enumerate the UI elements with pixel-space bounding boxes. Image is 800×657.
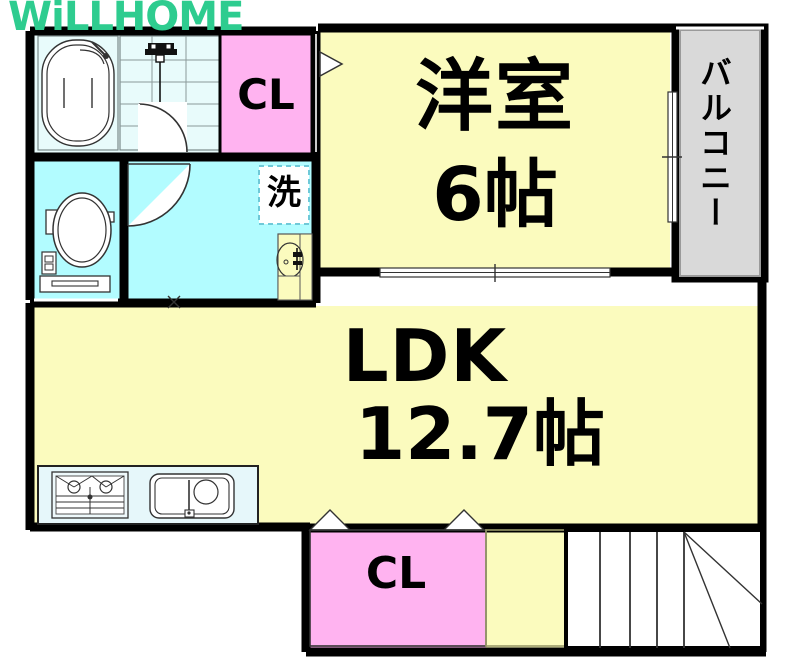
closet-door-bedroom [315,34,344,152]
door-swing-washroom [127,163,191,227]
wall-tick-marks [167,295,181,309]
sliding-door-ldk [379,264,611,282]
room-closet-top [220,32,312,154]
label-balcony: バルコニー [695,56,733,231]
kitchen-sink-icon [149,473,235,519]
label-washer: 洗 [267,173,301,213]
bathtub-icon [37,35,119,151]
label-closet-top: CL [237,70,295,119]
toilet-icon [39,192,115,293]
washing-machine-slot-icon [258,165,310,225]
label-ldk-name: LDK [342,314,508,398]
room-entry-hall [486,530,566,648]
vanity-sink-icon [276,233,313,301]
label-bedroom-name: 洋室 [414,52,575,142]
label-bedroom-size: 6帖 [432,152,558,238]
closet-top-outline [218,30,314,156]
gas-stove-icon [51,471,129,519]
label-closet-bottom: CL [365,548,427,599]
stairs-icon [564,528,764,650]
watermark-willhome: WiLLHOME [8,0,244,40]
door-swing-bathroom [138,102,188,153]
label-ldk-size: 12.7帖 [355,392,605,476]
room-bedroom [318,32,670,270]
closet-doors-bottom [308,509,487,647]
room-closet-bottom [306,530,486,648]
sliding-door-balcony [662,91,682,223]
entry-hall-outline [485,529,567,647]
